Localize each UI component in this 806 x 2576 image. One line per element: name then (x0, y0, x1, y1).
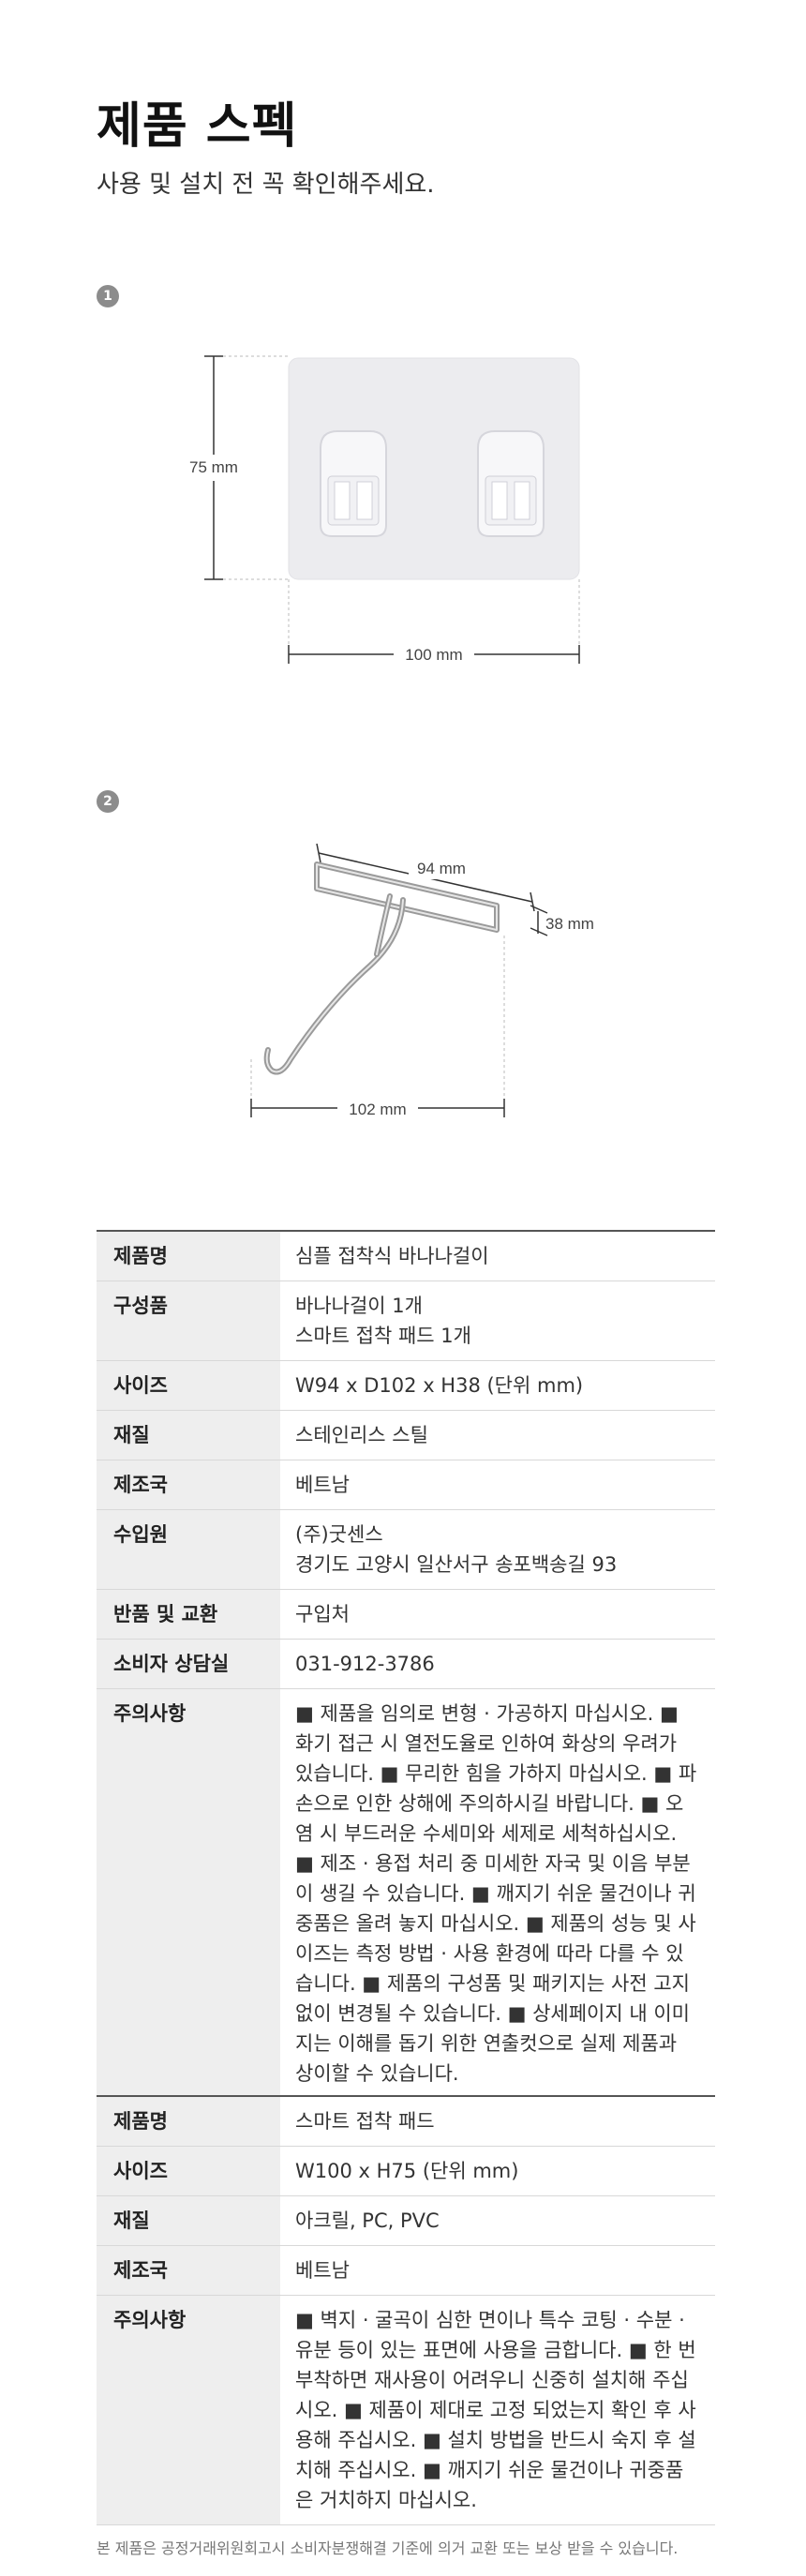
spec-value-line: 바나나걸이 1개 (295, 1295, 423, 1317)
spec-value-line: W94 x D102 x H38 (단위 mm) (295, 1374, 584, 1397)
spec-value-line: 심플 접착식 바나나걸이 (295, 1245, 489, 1267)
spec-label: 재질 (97, 2195, 280, 2246)
spec-value: ■ 벽지 · 굴곡이 심한 면이나 특수 코팅 · 수분 · 유분 등이 있는 … (280, 2295, 715, 2525)
spec-label: 구성품 (97, 1281, 280, 1361)
spec-label: 주의사항 (97, 1688, 280, 2099)
spec-value: W94 x D102 x H38 (단위 mm) (280, 1360, 715, 1411)
spec-value-line: W100 x H75 (단위 mm) (295, 2160, 519, 2182)
spec-value: 베트남 (280, 2245, 715, 2296)
spec-label: 사이즈 (97, 1360, 280, 1411)
spec-value-line: 베트남 (295, 1474, 350, 1496)
spec-label: 소비자 상담실 (97, 1639, 280, 1689)
hanger-height-label: 38 mm (545, 915, 594, 933)
spec-value: 베트남 (280, 1460, 715, 1510)
footer-note: 본 제품은 공정거래위원회고시 소비자분쟁해결 기준에 의거 교환 또는 보상 … (97, 2539, 679, 2557)
adhesive-pad-diagram: 75 mm 100 mm (178, 355, 580, 666)
spec-value: W100 x H75 (단위 mm) (280, 2146, 715, 2196)
spec-value-line: ■ 제품을 임의로 변형 · 가공하지 마십시오. ■ 화기 접근 시 열전도율… (295, 1702, 697, 2085)
spec-row: 사이즈 W100 x H75 (단위 mm) (97, 2146, 715, 2196)
step-badge-1: 1 (97, 285, 119, 307)
spec-row: 반품 및 교환 구입처 (97, 1589, 715, 1640)
spec-row: 사이즈 W94 x D102 x H38 (단위 mm) (97, 1360, 715, 1411)
pad-clip-left (320, 430, 387, 537)
spec-label: 사이즈 (97, 2146, 280, 2196)
spec-row: 제조국 베트남 (97, 2245, 715, 2296)
spec-value-line: 스마트 접착 패드 (295, 2110, 435, 2133)
spec-label: 재질 (97, 1410, 280, 1460)
spec-row: 주의사항■ 벽지 · 굴곡이 심한 면이나 특수 코팅 · 수분 · 유분 등이… (97, 2295, 715, 2525)
spec-value: 구입처 (280, 1589, 715, 1640)
spec-label: 제조국 (97, 2245, 280, 2296)
spec-value-line: 스마트 접착 패드 1개 (295, 1325, 471, 1347)
spec-value-line: 구입처 (295, 1603, 350, 1625)
hanger-width-label: 94 mm (417, 860, 466, 877)
spec-label: 수입원 (97, 1509, 280, 1590)
spec-label: 주의사항 (97, 2295, 280, 2525)
spec-value-line: 베트남 (295, 2259, 350, 2282)
spec-value: 031-912-3786 (280, 1639, 715, 1689)
spec-value: 아크릴, PC, PVC (280, 2195, 715, 2246)
spec-value: 심플 접착식 바나나걸이 (280, 1230, 715, 1281)
spec-value-line: 아크릴, PC, PVC (295, 2209, 440, 2232)
step-badge-2: 2 (97, 790, 119, 813)
banana-hanger-diagram: 94 mm 38 mm 102 mm (250, 843, 594, 1121)
spec-value-line: 경기도 고양시 일산서구 송포백송길 93 (295, 1553, 618, 1576)
spec-row: 제조국 베트남 (97, 1460, 715, 1510)
spec-row: 재질 스테인리스 스틸 (97, 1410, 715, 1460)
spec-value: 스테인리스 스틸 (280, 1410, 715, 1460)
spec-label: 제품명 (97, 1230, 280, 1281)
spec-value-line: (주)굿센스 (295, 1523, 383, 1546)
hanger-wire (263, 861, 500, 1075)
spec-label: 제조국 (97, 1460, 280, 1510)
spec-value-line: 031-912-3786 (295, 1653, 435, 1675)
spec-label: 제품명 (97, 2095, 280, 2147)
spec-value: ■ 제품을 임의로 변형 · 가공하지 마십시오. ■ 화기 접근 시 열전도율… (280, 1688, 715, 2099)
pad-clip-right (477, 430, 545, 537)
spec-label: 반품 및 교환 (97, 1589, 280, 1640)
spec-row: 제품명 심플 접착식 바나나걸이 (97, 1230, 715, 1281)
spec-row: 주의사항■ 제품을 임의로 변형 · 가공하지 마십시오. ■ 화기 접근 시 … (97, 1688, 715, 2099)
spec-value-line: 스테인리스 스틸 (295, 1424, 428, 1446)
page-subtitle: 사용 및 설치 전 꼭 확인해주세요. (97, 171, 435, 199)
pad-width-label: 100 mm (405, 646, 462, 664)
spec-row: 재질 아크릴, PC, PVC (97, 2195, 715, 2246)
spec-row: 소비자 상담실 031-912-3786 (97, 1639, 715, 1689)
spec-value-line: ■ 벽지 · 굴곡이 심한 면이나 특수 코팅 · 수분 · 유분 등이 있는 … (295, 2309, 696, 2511)
spec-value: 스마트 접착 패드 (280, 2095, 715, 2147)
hanger-depth-label: 102 mm (349, 1101, 406, 1118)
spec-row: 제품명 스마트 접착 패드 (97, 2095, 715, 2147)
pad-height-label: 75 mm (189, 458, 238, 476)
page-title: 제품 스펙 (97, 98, 298, 155)
